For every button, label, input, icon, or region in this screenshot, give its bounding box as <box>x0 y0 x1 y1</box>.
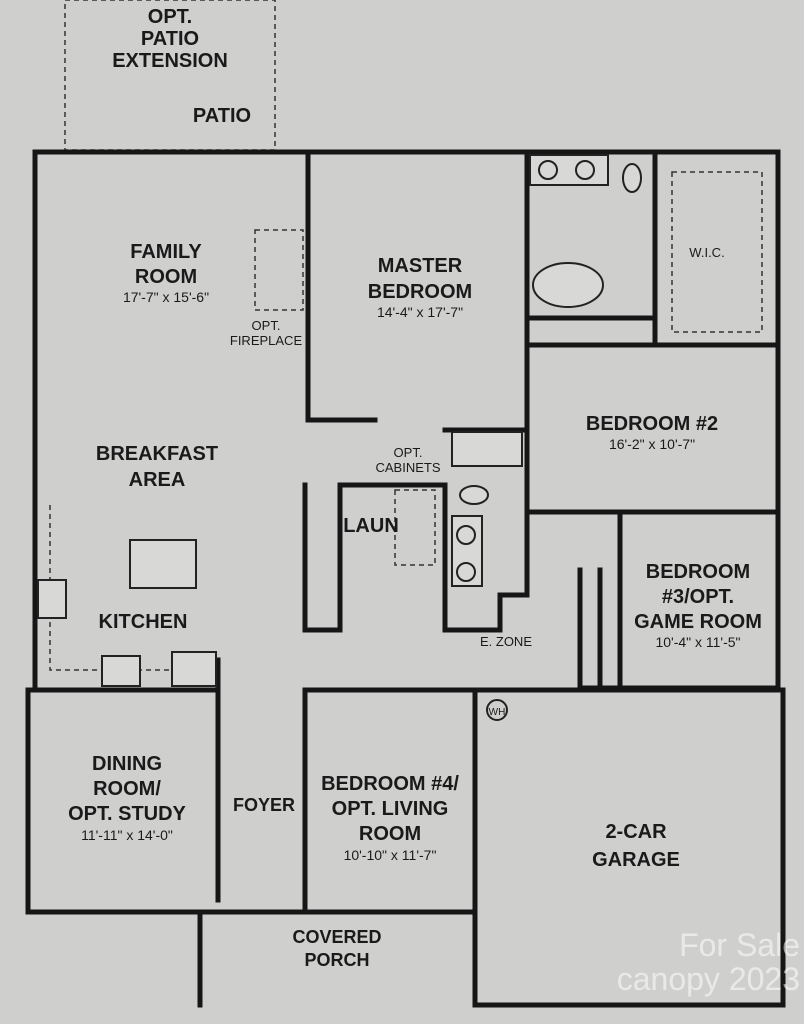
kitchen-label: KITCHEN <box>99 611 188 633</box>
watermark-canopy: canopy 2023 <box>617 961 800 997</box>
bedroom-3-label: BEDROOM <box>646 561 750 583</box>
dining-room-label-2: ROOM/ <box>93 778 161 800</box>
master-bedroom-label: MASTER <box>378 255 463 277</box>
bedroom-4-label-3: ROOM <box>359 823 421 845</box>
bedroom-3-dimensions: 10'-4" x 11'-5" <box>655 634 740 650</box>
bedroom-2-dimensions: 16'-2" x 10'-7" <box>609 436 695 452</box>
fireplace-label: OPT. <box>252 318 281 333</box>
room-labels: OPT. PATIO EXTENSION PATIO FAMILY ROOM 1… <box>68 6 762 970</box>
watermark-for-sale: For Sale <box>679 927 800 963</box>
water-heater-label: WH <box>489 707 506 718</box>
patio-ext-label-3: EXTENSION <box>112 50 228 72</box>
porch-label-2: PORCH <box>304 950 369 970</box>
family-room-label-2: ROOM <box>135 266 197 288</box>
patio-ext-label: OPT. <box>148 6 192 28</box>
bedroom-4-label-2: OPT. LIVING <box>332 798 449 820</box>
cabinets-label-2: CABINETS <box>375 460 440 475</box>
master-bedroom-dimensions: 14'-4" x 17'-7" <box>377 304 463 320</box>
dining-room-label: DINING <box>92 753 162 775</box>
patio-ext-label-2: PATIO <box>141 28 199 50</box>
bedroom-2-label: BEDROOM #2 <box>586 413 718 435</box>
wic-label: W.I.C. <box>689 245 724 260</box>
laundry-label: LAUN <box>343 515 399 537</box>
bedroom-3-label-2: #3/OPT. <box>662 586 734 608</box>
master-bedroom-label-2: BEDROOM <box>368 281 472 303</box>
garage-label: 2-CAR <box>605 821 667 843</box>
family-room-dimensions: 17'-7" x 15'-6" <box>123 289 209 305</box>
fixtures <box>37 154 763 721</box>
bedroom-3-label-3: GAME ROOM <box>634 611 762 633</box>
porch-label: COVERED <box>292 927 381 947</box>
cabinets-label: OPT. <box>394 445 423 460</box>
e-zone-label: E. ZONE <box>480 634 532 649</box>
breakfast-area-label-2: AREA <box>129 469 186 491</box>
fireplace-label-2: FIREPLACE <box>230 333 303 348</box>
walls <box>25 149 786 1008</box>
family-room-label: FAMILY <box>130 241 202 263</box>
foyer-label: FOYER <box>233 795 295 815</box>
bedroom-4-label: BEDROOM #4/ <box>321 773 459 795</box>
bedroom-4-dimensions: 10'-10" x 11'-7" <box>344 847 437 863</box>
breakfast-area-label: BREAKFAST <box>96 443 218 465</box>
dining-room-label-3: OPT. STUDY <box>68 803 186 825</box>
dining-room-dimensions: 11'-11" x 14'-0" <box>81 827 173 843</box>
patio-label: PATIO <box>193 105 251 127</box>
garage-label-2: GARAGE <box>592 849 680 871</box>
watermark: For Sale canopy 2023 <box>617 927 800 997</box>
